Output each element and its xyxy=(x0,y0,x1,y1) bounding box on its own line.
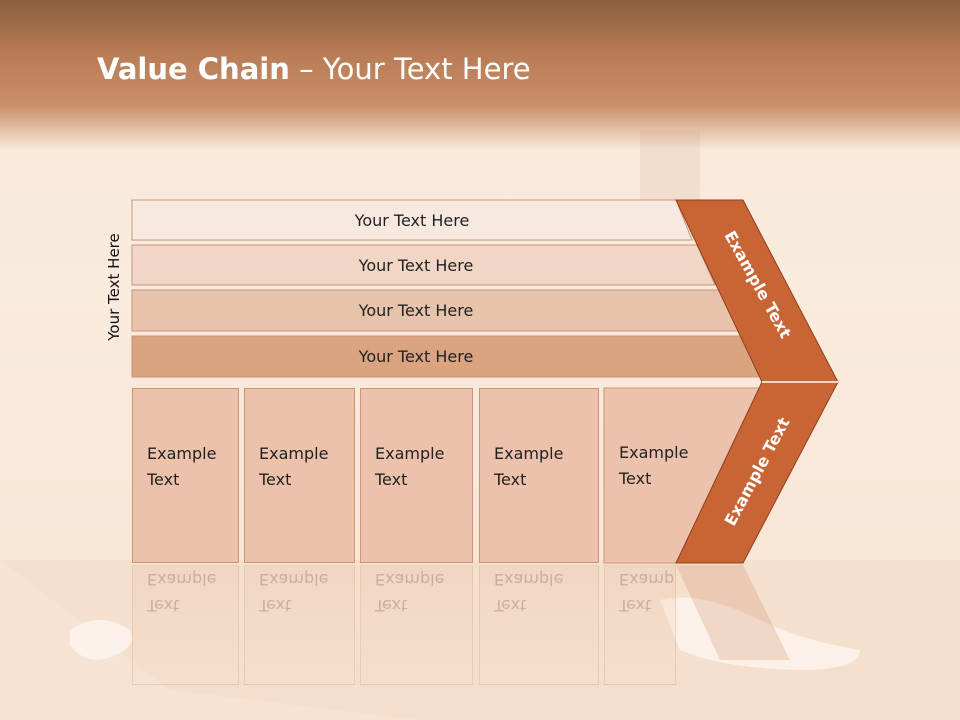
column-5-reflection: Text Example xyxy=(604,565,676,685)
column-3-line-1: Example xyxy=(375,444,445,463)
column-1: Example Text xyxy=(132,388,239,563)
band-2-label: Your Text Here xyxy=(358,255,474,275)
band-shape-2 xyxy=(131,244,716,286)
band-1: Your Text Here xyxy=(132,200,692,240)
column-2-reflection: Text Example xyxy=(244,565,355,685)
column-1-reflection-line-1: Example xyxy=(147,570,217,589)
band-4-label: Your Text Here xyxy=(358,346,474,366)
column-4: Example Text xyxy=(479,388,599,563)
band-3: Your Text Here xyxy=(132,290,700,330)
chevron-reflection xyxy=(676,565,790,660)
column-2-reflection-line-1: Example xyxy=(259,570,329,589)
band-1-label: Your Text Here xyxy=(354,210,470,230)
band-3-label: Your Text Here xyxy=(358,300,474,320)
column-2-reflection-line-2: Text xyxy=(259,596,292,615)
column-2-line-2: Text xyxy=(259,470,292,489)
column-4-line-2: Text xyxy=(494,470,527,489)
background-shoe-right xyxy=(660,597,860,670)
column-4-line-1: Example xyxy=(494,444,564,463)
column-4-reflection-line-1: Example xyxy=(494,570,564,589)
column-5-line-1: Example xyxy=(619,443,689,462)
column-4-reflection-line-2: Text xyxy=(494,596,527,615)
column-2-line-1: Example xyxy=(259,444,329,463)
column-1-line-2: Text xyxy=(147,470,180,489)
background-shoe-left xyxy=(70,620,132,660)
column-5-line-2: Text xyxy=(619,469,652,488)
column-3-reflection: Text Example xyxy=(360,565,473,685)
title-rest: – Your Text Here xyxy=(289,52,531,86)
title-bold: Value Chain xyxy=(97,52,290,86)
column-1-reflection-line-2: Text xyxy=(147,596,180,615)
band-shape-1 xyxy=(131,199,693,241)
column-4-reflection: Text Example xyxy=(479,565,599,685)
band-2: Your Text Here xyxy=(132,245,700,285)
column-3-reflection-line-2: Text xyxy=(375,596,408,615)
column-1-line-1: Example xyxy=(147,444,217,463)
column-3-line-2: Text xyxy=(375,470,408,489)
column-5-reflection-line-1: Example xyxy=(619,570,675,589)
background-paper-shape xyxy=(0,560,420,720)
band-4: Your Text Here xyxy=(132,336,700,376)
column-5: Example Text xyxy=(604,388,744,563)
header-bar xyxy=(0,0,960,150)
column-5-reflection-line-2: Text xyxy=(619,596,652,615)
column-3: Example Text xyxy=(360,388,473,563)
column-1-reflection: Text Example xyxy=(132,565,239,685)
column-3-reflection-line-1: Example xyxy=(375,570,445,589)
slide-title: Value Chain – Your Text Here xyxy=(97,52,531,86)
column-2: Example Text xyxy=(244,388,355,563)
